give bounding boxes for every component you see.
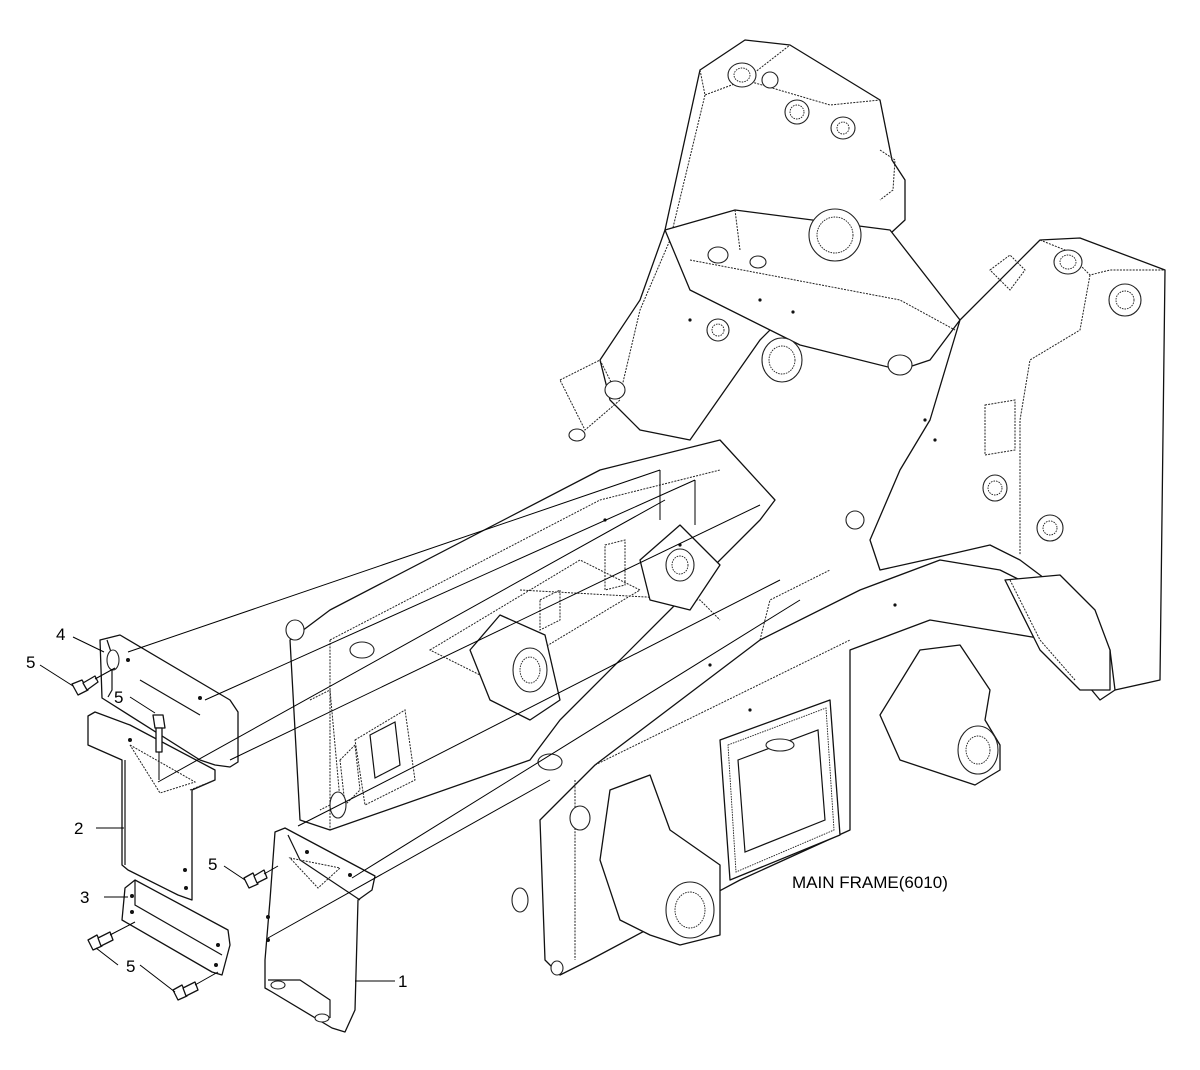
bolt-bottom: [172, 971, 219, 1001]
plate-part-4: [99, 634, 239, 768]
cover-part-1: [264, 827, 376, 1033]
callout-5-bottom-bolts: 5: [126, 957, 135, 976]
bracket-part-3: [121, 879, 231, 976]
bracket-part-2: [87, 711, 216, 901]
bolt-lower-left: [87, 921, 136, 951]
main-frame: [285, 39, 1166, 976]
bolt-right: [243, 865, 279, 889]
side-access-panel: [719, 699, 841, 881]
callout-1: 1: [398, 972, 407, 991]
upper-cross-plate: [664, 209, 961, 371]
bolt-vertical: [152, 714, 166, 780]
callout-4: 4: [56, 625, 65, 644]
explode-lines: [127, 469, 801, 939]
callout-3: 3: [80, 888, 89, 907]
callout-5-upper-left: 5: [26, 653, 35, 672]
leader-lines: [39, 636, 395, 993]
assembly-label: MAIN FRAME(6010): [792, 873, 948, 892]
callout-5-vertical-bolt: 5: [114, 688, 123, 707]
bolt-upper-left: [71, 667, 116, 696]
right-upright-tower: [869, 237, 1166, 691]
front-fender-curve: [1004, 574, 1111, 691]
callout-2: 2: [74, 819, 83, 838]
callout-5-right-bolt: 5: [208, 855, 217, 874]
